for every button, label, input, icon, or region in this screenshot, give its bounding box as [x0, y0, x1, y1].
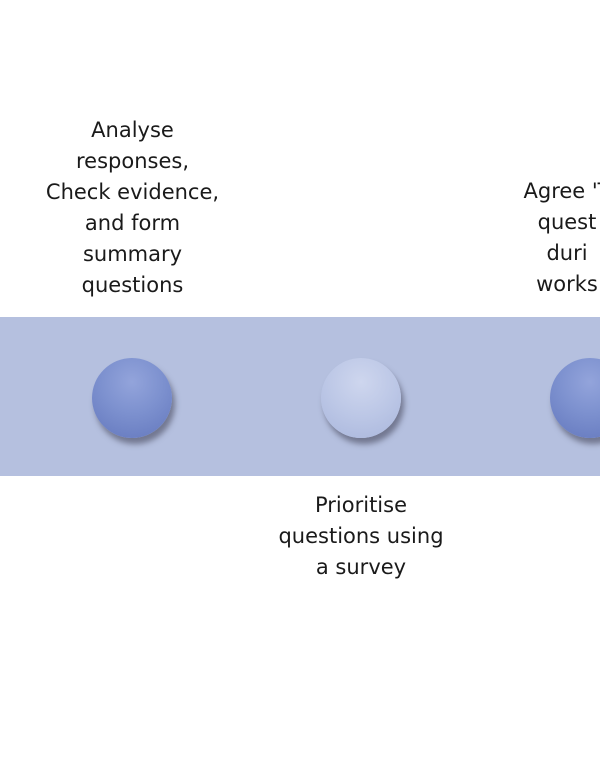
timeline-band: [0, 317, 600, 476]
step-2-node: [321, 358, 401, 438]
step-2-label: Prioritise questions using a survey: [278, 493, 444, 579]
step-3-label: Agree 'T quest duri works: [523, 179, 600, 296]
step-1-label: Analyse responses, Check evidence, and f…: [45, 118, 220, 297]
step-1-node: [92, 358, 172, 438]
